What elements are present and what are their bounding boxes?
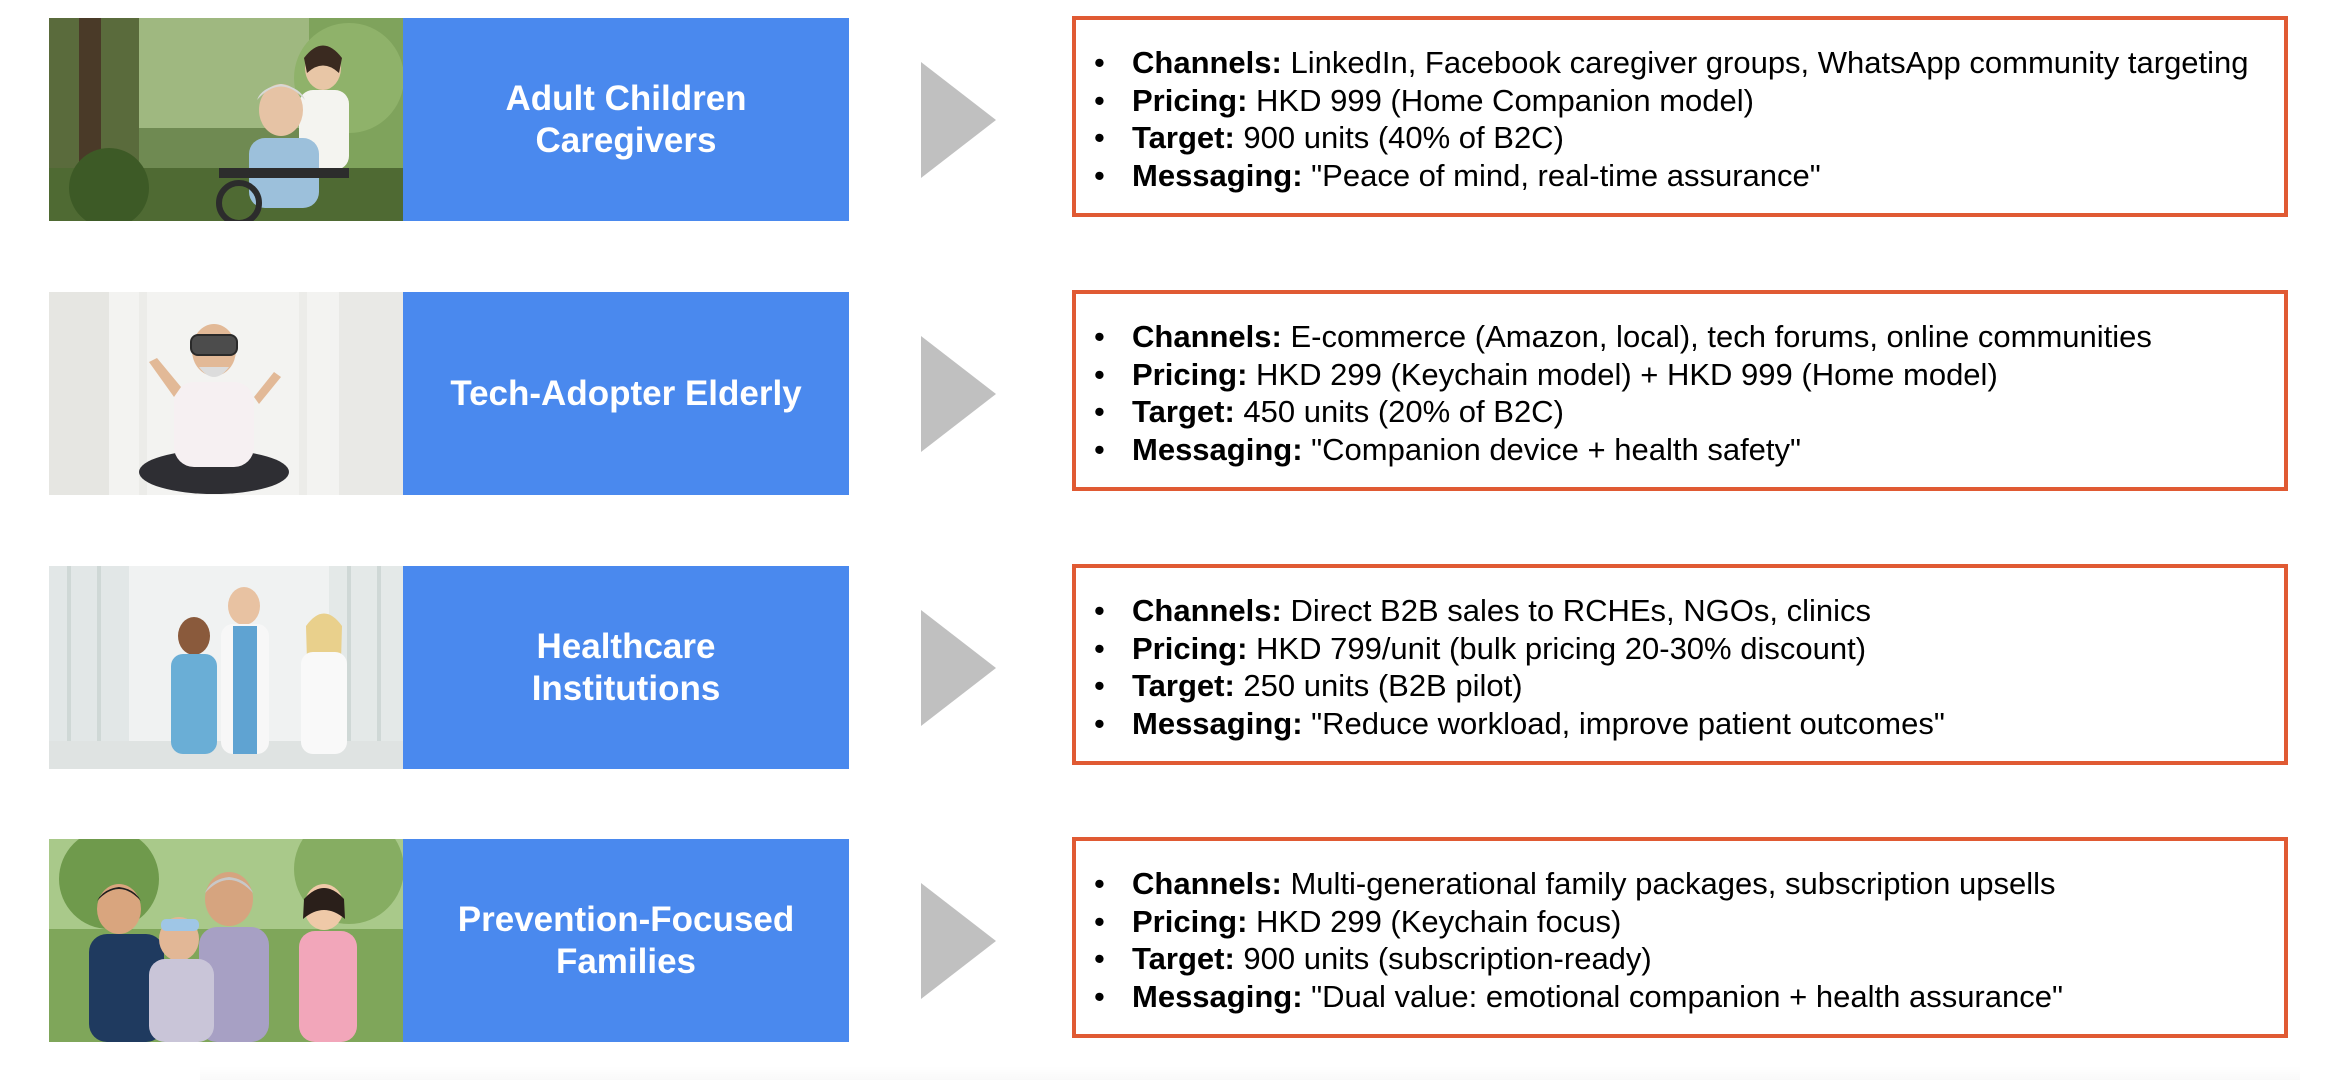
detail-channels: •Channels: LinkedIn, Facebook caregiver … [1094, 45, 2249, 80]
segment-details-box: •Channels: Multi-generational family pac… [1072, 837, 2288, 1038]
segment-details-box: •Channels: LinkedIn, Facebook caregiver … [1072, 16, 2288, 217]
family-hug-outdoor-photo [49, 839, 403, 1042]
detail-channels: •Channels: Direct B2B sales to RCHEs, NG… [1094, 593, 1872, 628]
details-list: •Channels: E-commerce (Amazon, local), t… [1076, 318, 2284, 468]
detail-target: •Target: 250 units (B2B pilot) [1094, 668, 1523, 703]
detail-channels: •Channels: Multi-generational family pac… [1094, 866, 2056, 901]
detail-target: •Target: 900 units (subscription-ready) [1094, 941, 1652, 976]
detail-target: •Target: 900 units (40% of B2C) [1094, 120, 1564, 155]
slide-bottom-shadow [200, 1066, 2300, 1080]
segment-title: Adult Children Caregivers [505, 78, 747, 160]
medical-staff-corridor-photo [49, 566, 403, 769]
detail-messaging: •Messaging: "Peace of mind, real-time as… [1094, 157, 1821, 193]
segment-row-healthcare: Healthcare Institutions •Channels: Direc… [0, 564, 2334, 769]
segment-row-caregivers: Adult Children Caregivers •Channels: Lin… [0, 16, 2334, 221]
detail-pricing: •Pricing: HKD 799/unit (bulk pricing 20-… [1094, 630, 1867, 666]
details-list: •Channels: LinkedIn, Facebook caregiver … [1076, 44, 2284, 194]
segment-label-box: Adult Children Caregivers [403, 18, 849, 221]
segment-details-box: •Channels: E-commerce (Amazon, local), t… [1072, 290, 2288, 491]
segment-row-tech-adopter: Tech-Adopter Elderly •Channels: E-commer… [0, 290, 2334, 495]
chevron-triangle-right-icon [921, 883, 996, 999]
segment-title: Healthcare Institutions [531, 626, 721, 708]
segment-label-box: Healthcare Institutions [403, 566, 849, 769]
segment-title: Prevention-Focused Families [457, 899, 795, 981]
chevron-triangle-right-icon [921, 62, 996, 178]
detail-messaging: •Messaging: "Companion device + health s… [1094, 431, 1802, 467]
segment-title: Tech-Adopter Elderly [450, 373, 802, 413]
detail-target: •Target: 450 units (20% of B2C) [1094, 394, 1564, 429]
detail-pricing: •Pricing: HKD 299 (Keychain model) + HKD… [1094, 356, 1998, 392]
detail-pricing: •Pricing: HKD 999 (Home Companion model) [1094, 82, 1754, 118]
details-list: •Channels: Multi-generational family pac… [1076, 865, 2284, 1015]
chevron-triangle-right-icon [921, 610, 996, 726]
detail-channels: •Channels: E-commerce (Amazon, local), t… [1094, 319, 2152, 354]
elderly-wheelchair-caregiver-photo [49, 18, 403, 221]
segment-details-box: •Channels: Direct B2B sales to RCHEs, NG… [1072, 564, 2288, 765]
detail-messaging: •Messaging: "Dual value: emotional compa… [1094, 978, 2063, 1014]
detail-messaging: •Messaging: "Reduce workload, improve pa… [1094, 705, 1945, 741]
segment-row-families: Prevention-Focused Families •Channels: M… [0, 837, 2334, 1042]
segment-label-box: Prevention-Focused Families [403, 839, 849, 1042]
detail-pricing: •Pricing: HKD 299 (Keychain focus) [1094, 903, 1622, 939]
chevron-triangle-right-icon [921, 336, 996, 452]
elderly-vr-headset-photo [49, 292, 403, 495]
details-list: •Channels: Direct B2B sales to RCHEs, NG… [1076, 592, 2284, 742]
segment-label-box: Tech-Adopter Elderly [403, 292, 849, 495]
